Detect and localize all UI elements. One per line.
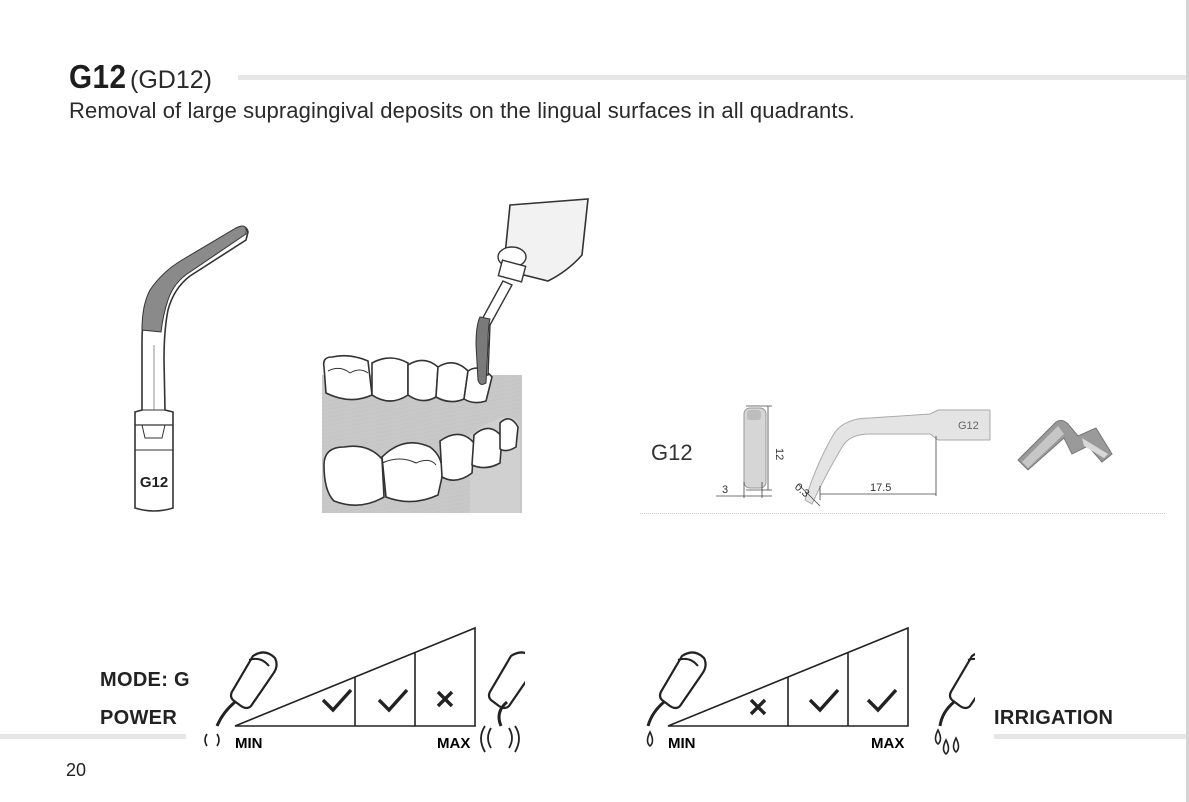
power-label: POWER: [100, 707, 178, 729]
power-level-3-cross-icon: [436, 690, 454, 708]
power-level-2-check-icon: [377, 688, 409, 713]
power-max-label: MAX: [437, 735, 470, 752]
bottom-rule-right: [994, 734, 1189, 739]
irrigation-level-2-check-icon: [808, 688, 840, 713]
tip-marking-label: G12: [958, 420, 979, 432]
dental-application-illustration: [322, 198, 589, 513]
scaler-tip-illustration: G12: [134, 225, 249, 512]
dim-length-label: 17.5: [870, 482, 891, 494]
bottom-rule-left: [0, 734, 186, 739]
page-edge: [1186, 0, 1189, 802]
power-scale: MIN MAX: [204, 626, 525, 753]
power-level-1-check-icon: [321, 688, 353, 713]
title-rule: [238, 75, 1189, 80]
tip-profile-drawing: 12 3: [716, 405, 785, 498]
dim-width-label: 3: [722, 484, 728, 496]
mode-label: MODE: G: [100, 669, 190, 691]
handpiece-high-water-icon: [934, 653, 975, 756]
handpiece-min-icon: [204, 651, 278, 747]
irrigation-label: IRRIGATION: [994, 707, 1114, 729]
irrigation-min-label: MIN: [668, 735, 696, 752]
tip-model-label: G12: [651, 440, 693, 465]
tip-alt-code: (GD12): [130, 66, 212, 94]
tip-code-title: G12: [69, 58, 127, 95]
irrigation-level-1-cross-icon: [749, 698, 767, 716]
irrigation-max-label: MAX: [871, 735, 904, 752]
page-number: 20: [66, 760, 87, 780]
irrigation-level-3-check-icon: [866, 688, 898, 713]
tip-description: Removal of large supragingival deposits …: [69, 98, 855, 123]
power-min-label: MIN: [235, 735, 263, 752]
handpiece-max-icon: [480, 651, 525, 753]
handpiece-low-water-icon: [646, 651, 707, 748]
dim-height-label: 12: [773, 448, 785, 460]
specs-divider: [640, 513, 1165, 514]
irrigation-scale: MIN MAX: [646, 626, 975, 756]
tip-engraving: G12: [140, 474, 168, 491]
tip-side-drawing: 0.3 17.5 G12: [792, 409, 991, 507]
tip-photo: [1017, 419, 1113, 471]
